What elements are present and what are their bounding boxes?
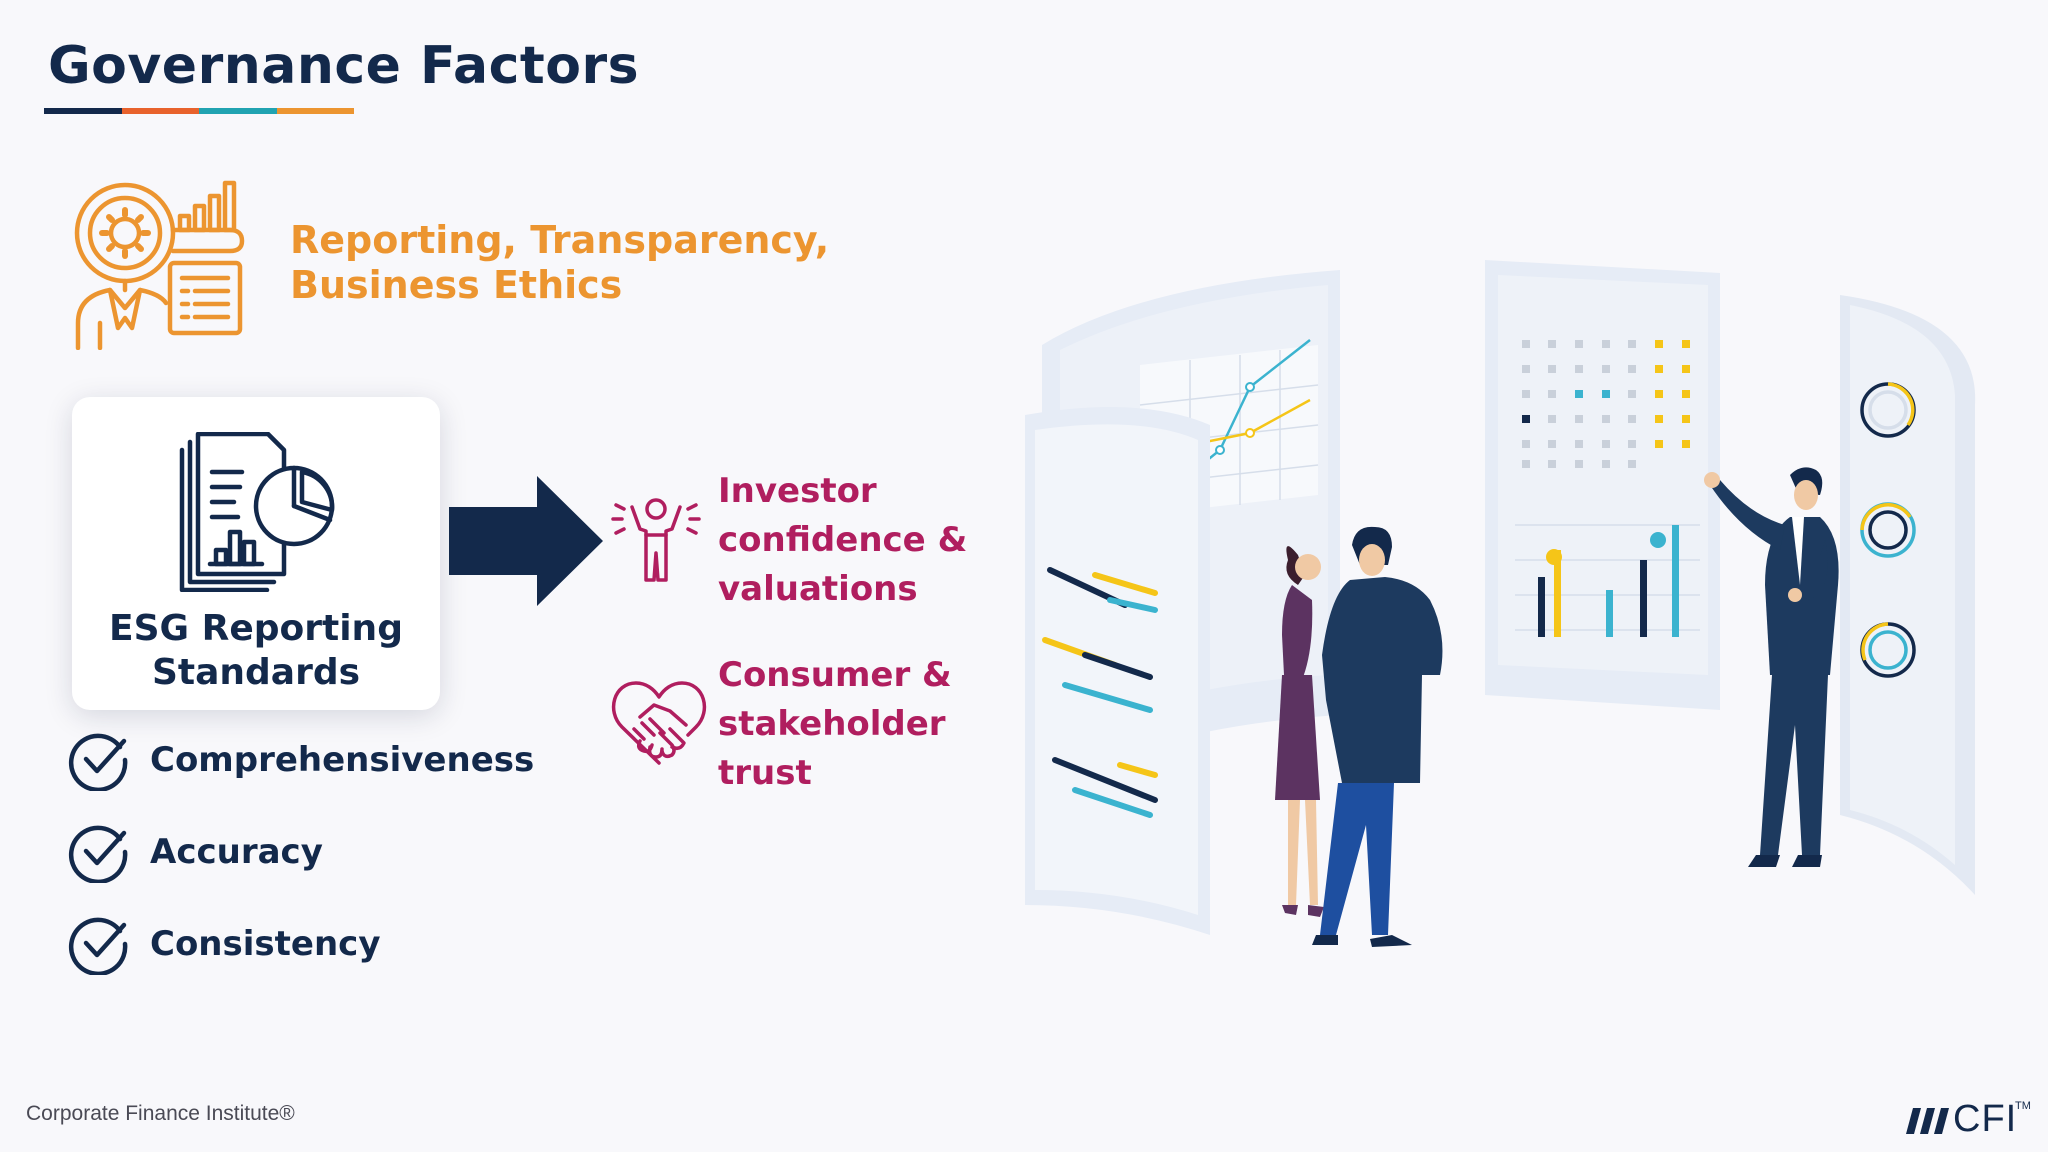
- page-title: Governance Factors: [48, 36, 640, 96]
- underline-segment-navy: [44, 108, 122, 114]
- checklist-item-comprehensiveness: Comprehensiveness: [68, 727, 534, 793]
- cfi-logo-mark-icon: [1906, 1108, 1949, 1134]
- businessman-gear-report-icon: [74, 180, 245, 350]
- esg-reporting-standards-card: ESG Reporting Standards: [72, 397, 440, 710]
- checklist-label: Comprehensiveness: [150, 740, 535, 780]
- check-circle-icon: [68, 733, 128, 791]
- benefit-line: Investor: [718, 471, 877, 511]
- card-label-line-1: ESG Reporting: [109, 608, 403, 649]
- title-underline: [44, 108, 354, 114]
- benefit-stakeholder-trust: Consumer & stakeholder trust: [718, 651, 952, 798]
- benefit-line: Consumer &: [718, 655, 952, 695]
- topic-line-1: Reporting, Transparency,: [290, 218, 830, 262]
- checklist-item-consistency: Consistency: [68, 911, 380, 977]
- checklist-label: Consistency: [150, 924, 381, 964]
- esg-reporting-standards-label: ESG Reporting Standards: [72, 607, 440, 695]
- footer-copyright: Corporate Finance Institute®: [26, 1102, 295, 1125]
- underline-segment-orange: [121, 108, 199, 114]
- benefit-line: confidence &: [718, 520, 968, 560]
- cheering-person-icon: [611, 498, 701, 582]
- right-arrow-icon: [449, 476, 603, 606]
- check-circle-icon: [68, 917, 128, 975]
- benefit-line: stakeholder: [718, 704, 946, 744]
- check-circle-icon: [68, 825, 128, 883]
- benefit-line: valuations: [718, 569, 918, 609]
- business-people-dashboard-illustration-icon: [1025, 260, 1976, 947]
- cfi-logo-trademark: TM: [2015, 1100, 2031, 1112]
- cfi-logo-text: CFI: [1953, 1098, 2018, 1140]
- documents-pie-chart-icon: [179, 432, 335, 592]
- cfi-logo: CFI TM: [1905, 1098, 2031, 1142]
- underline-segment-teal: [199, 108, 277, 114]
- governance-topic-text: Reporting, Transparency, Business Ethics: [290, 218, 829, 308]
- topic-line-2: Business Ethics: [290, 263, 623, 307]
- handshake-heart-icon: [611, 681, 707, 765]
- checklist-label: Accuracy: [150, 832, 323, 872]
- benefit-investor-confidence: Investor confidence & valuations: [718, 467, 967, 614]
- underline-segment-gold: [276, 108, 354, 114]
- card-label-line-2: Standards: [151, 652, 361, 693]
- checklist-item-accuracy: Accuracy: [68, 819, 323, 885]
- benefit-line: trust: [718, 753, 812, 793]
